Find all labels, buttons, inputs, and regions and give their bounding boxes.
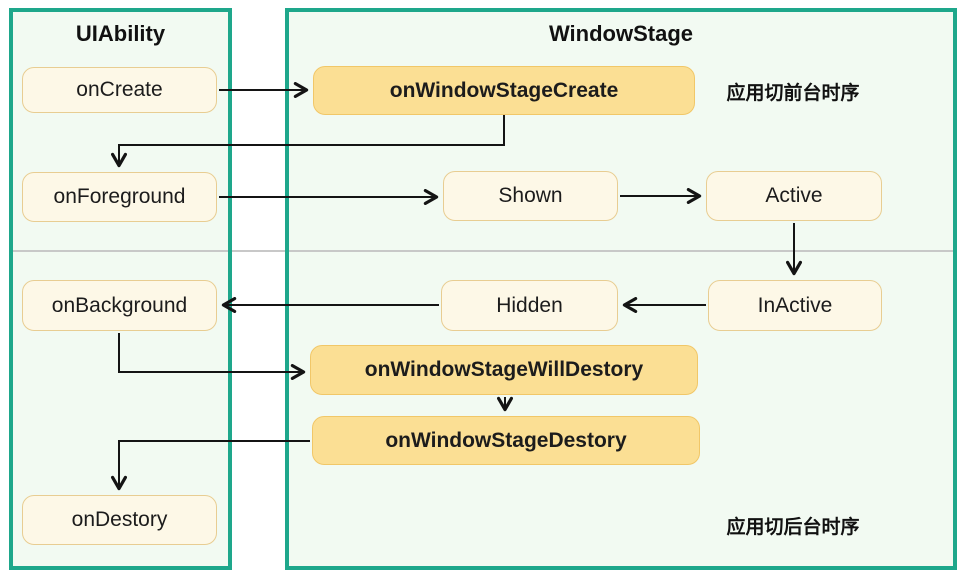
node-hidden: Hidden (441, 280, 618, 331)
node-ondestory: onDestory (22, 495, 217, 545)
annotation-foreground-sequence: 应用切前台时序 (726, 83, 860, 104)
uiability-panel-title: UIAbility (75, 21, 166, 46)
node-inactive: InActive (708, 280, 882, 331)
node-onwindowstagewilldestory: onWindowStageWillDestory (310, 345, 698, 395)
node-onbackground: onBackground (22, 280, 217, 331)
annotation-background-sequence: 应用切后台时序 (726, 517, 860, 538)
node-oncreate: onCreate (22, 67, 217, 113)
section-divider (289, 250, 953, 252)
node-onwindowstagedestory: onWindowStageDestory (312, 416, 700, 465)
windowstage-panel-title: WindowStage (548, 21, 694, 46)
node-active: Active (706, 171, 882, 221)
node-shown: Shown (443, 171, 618, 221)
node-onwindowstagecreate: onWindowStageCreate (313, 66, 695, 115)
section-divider (232, 250, 285, 252)
section-divider (13, 250, 228, 252)
node-onforeground: onForeground (22, 172, 217, 222)
